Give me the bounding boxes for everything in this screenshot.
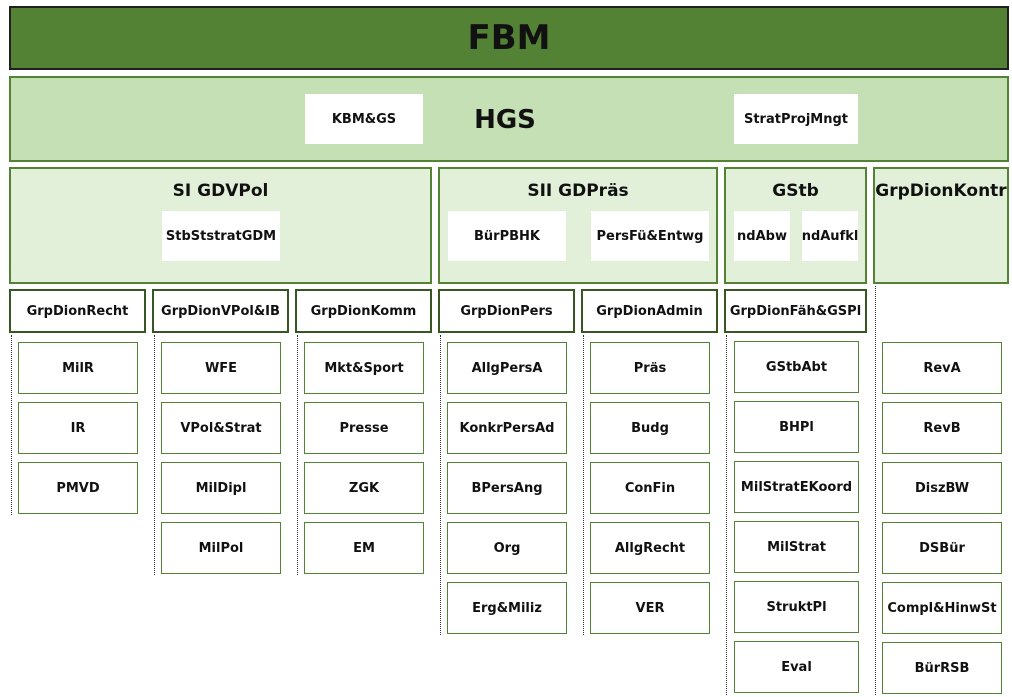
unit-box: MilDipl (161, 462, 281, 514)
unit-box: ConFin (590, 462, 710, 514)
group-header: GrpDionKomm (295, 289, 432, 333)
unit-box: Präs (590, 342, 710, 394)
connector-line (875, 286, 876, 695)
group-header: GrpDionPers (438, 289, 575, 333)
fbm-header: FBM (9, 6, 1009, 70)
stratprojmngt-box: StratProjMngt (734, 94, 858, 144)
section-title: GStb (772, 181, 819, 201)
unit-box: BürRSB (882, 642, 1002, 694)
section-title: GrpDionKontr (875, 181, 1007, 201)
unit-box: RevA (882, 342, 1002, 394)
unit-box: PMVD (18, 462, 138, 514)
unit-box: Eval (734, 641, 859, 693)
unit-box: WFE (161, 342, 281, 394)
unit-box: Org (447, 522, 567, 574)
unit-box: EM (304, 522, 424, 574)
unit-box: AllgRecht (590, 522, 710, 574)
connector-line (154, 335, 155, 575)
unit-box: AllgPersA (447, 342, 567, 394)
section-sub-box: BürPBHK (448, 211, 566, 261)
connector-line (440, 335, 441, 635)
section-sub-box: ndAbw (734, 211, 790, 261)
hgs-title: HGS (474, 105, 536, 135)
connector-line (726, 335, 727, 695)
unit-box: DiszBW (882, 462, 1002, 514)
unit-box: MilStrat (734, 521, 859, 573)
section-sub-box: StbStstratGDM (162, 211, 280, 261)
unit-box: MilR (18, 342, 138, 394)
unit-box: MilPol (161, 522, 281, 574)
connector-line (11, 335, 12, 515)
unit-box: Erg&Miliz (447, 582, 567, 634)
section-title: SI GDVPol (172, 181, 269, 201)
connector-line (297, 335, 298, 575)
group-header: GrpDionRecht (9, 289, 146, 333)
unit-box: ZGK (304, 462, 424, 514)
unit-box: Mkt&Sport (304, 342, 424, 394)
unit-box: MilStratEKoord (734, 461, 859, 513)
unit-box: IR (18, 402, 138, 454)
fbm-label: FBM (467, 18, 551, 58)
unit-box: Presse (304, 402, 424, 454)
unit-box: BHPl (734, 401, 859, 453)
group-header: GrpDionVPol&IB (152, 289, 289, 333)
section-title: SII GDPräs (527, 181, 629, 201)
unit-box: DSBür (882, 522, 1002, 574)
unit-box: BPersAng (447, 462, 567, 514)
unit-box: Budg (590, 402, 710, 454)
unit-box: RevB (882, 402, 1002, 454)
unit-box: StruktPl (734, 581, 859, 633)
section-sub-box: PersFü&Entwg (591, 211, 709, 261)
section-grpdionkontr: GrpDionKontr (873, 167, 1009, 284)
unit-box: KonkrPersAd (447, 402, 567, 454)
unit-box: Compl&HinwSt (882, 582, 1002, 634)
unit-box: VER (590, 582, 710, 634)
unit-box: VPol&Strat (161, 402, 281, 454)
kbm-gs-box: KBM&GS (305, 94, 423, 144)
connector-line (583, 335, 584, 635)
group-header: GrpDionAdmin (581, 289, 718, 333)
group-header: GrpDionFäh&GSPl (724, 289, 867, 333)
section-sub-box: ndAufkl (802, 211, 858, 261)
unit-box: GStbAbt (734, 341, 859, 393)
